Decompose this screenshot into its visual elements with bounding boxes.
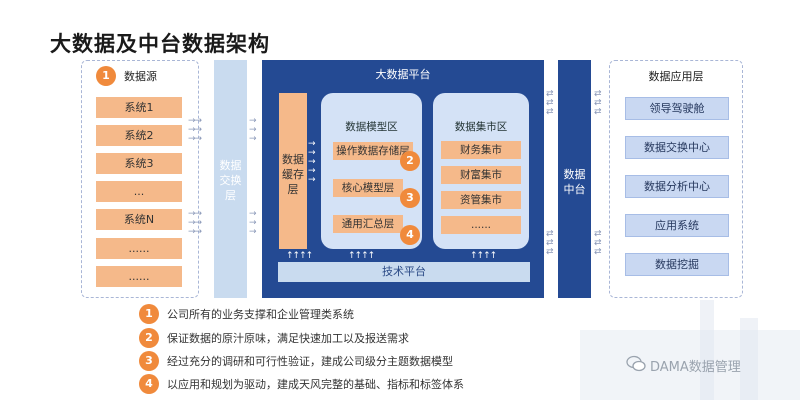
note-text-4: 以应用和规划为驱动，建成天风完整的基础、指标和标签体系: [167, 378, 464, 391]
platform-title: 大数据平台: [375, 68, 431, 81]
flow-arrows: ⇄⇄⇄: [546, 89, 553, 117]
mart-ellipsis: ......: [441, 216, 521, 234]
data-source-title: 数据源: [124, 70, 157, 83]
source-system-3: 系统3: [96, 153, 182, 174]
note-badge-4: 4: [139, 374, 159, 394]
flow-arrows: ⇄⇄⇄: [594, 229, 601, 257]
source-system-1: 系统1: [96, 97, 182, 118]
flow-arrows: →→→: [249, 209, 256, 237]
data-exchange-layer: [214, 60, 247, 298]
data-source-badge: 1: [96, 66, 116, 86]
platform-badge-4: 4: [400, 225, 420, 245]
note-text-3: 经过充分的调研和可行性验证，建成公司级分主题数据模型: [167, 355, 453, 368]
app-analysis-center: 数据分析中心: [625, 175, 729, 198]
note-text-1: 公司所有的业务支撑和企业管理类系统: [167, 308, 354, 321]
data-source-panel: [81, 60, 199, 298]
asset-mgmt-mart: 资管集市: [441, 191, 521, 209]
app-leader-cockpit: 领导驾驶舱: [625, 97, 729, 120]
flow-arrows: →→→: [249, 116, 256, 144]
source-system-ellipsis: ...: [96, 181, 182, 202]
flow-arrows: ⇄⇄⇄: [594, 89, 601, 117]
flow-arrows: ↑↑↑↑: [286, 251, 313, 261]
flow-arrows: →→→→→: [308, 139, 315, 185]
skyline-decoration: [580, 330, 800, 400]
wechat-icon: [626, 355, 646, 377]
core-model-layer: 核心模型层: [333, 179, 403, 197]
data-mart-zone-title: 数据集市区: [454, 121, 508, 133]
skyline-tower: [700, 300, 714, 400]
data-cache-label: 数据 缓存 层: [282, 153, 304, 196]
note-badge-3: 3: [139, 351, 159, 371]
data-cache-layer: [279, 93, 307, 249]
data-middle-label: 数据 中台: [563, 168, 586, 196]
summary-layer: 通用汇总层: [333, 215, 403, 233]
flow-arrows: ⇄⇄⇄: [546, 229, 553, 257]
source-system-more-2: ......: [96, 266, 182, 287]
platform-badge-2: 2: [400, 151, 420, 171]
source-system-n: 系统N: [96, 209, 182, 230]
tech-platform: 技术平台: [278, 262, 530, 282]
ods-layer: 操作数据存储层: [333, 142, 413, 160]
data-middle-platform: [558, 60, 591, 298]
app-data-mining: 数据挖掘: [625, 253, 729, 276]
finance-mart: 财务集市: [441, 141, 521, 159]
app-exchange-center: 数据交换中心: [625, 136, 729, 159]
data-app-title: 数据应用层: [648, 70, 704, 83]
source-system-more-1: ......: [96, 238, 182, 259]
note-text-2: 保证数据的原汁原味，满足快速加工以及报送需求: [167, 332, 409, 345]
platform-badge-3: 3: [400, 188, 420, 208]
data-model-zone-title: 数据模型区: [345, 121, 398, 133]
flow-arrows: →→→→→→: [188, 209, 202, 237]
skyline-tower: [740, 318, 758, 400]
flow-arrows: →→→→→→: [188, 116, 202, 144]
wealth-mart: 财富集市: [441, 166, 521, 184]
page-title: 大数据及中台数据架构: [50, 32, 270, 56]
flow-arrows: ↑↑↑↑: [470, 251, 497, 261]
watermark-text: DAMA数据管理: [650, 360, 741, 375]
flow-arrows: ↑↑↑↑: [348, 251, 375, 261]
note-badge-1: 1: [139, 304, 159, 324]
source-system-2: 系统2: [96, 125, 182, 146]
app-systems: 应用系统: [625, 214, 729, 237]
note-badge-2: 2: [139, 328, 159, 348]
data-exchange-label: 数据 交换 层: [219, 159, 242, 202]
